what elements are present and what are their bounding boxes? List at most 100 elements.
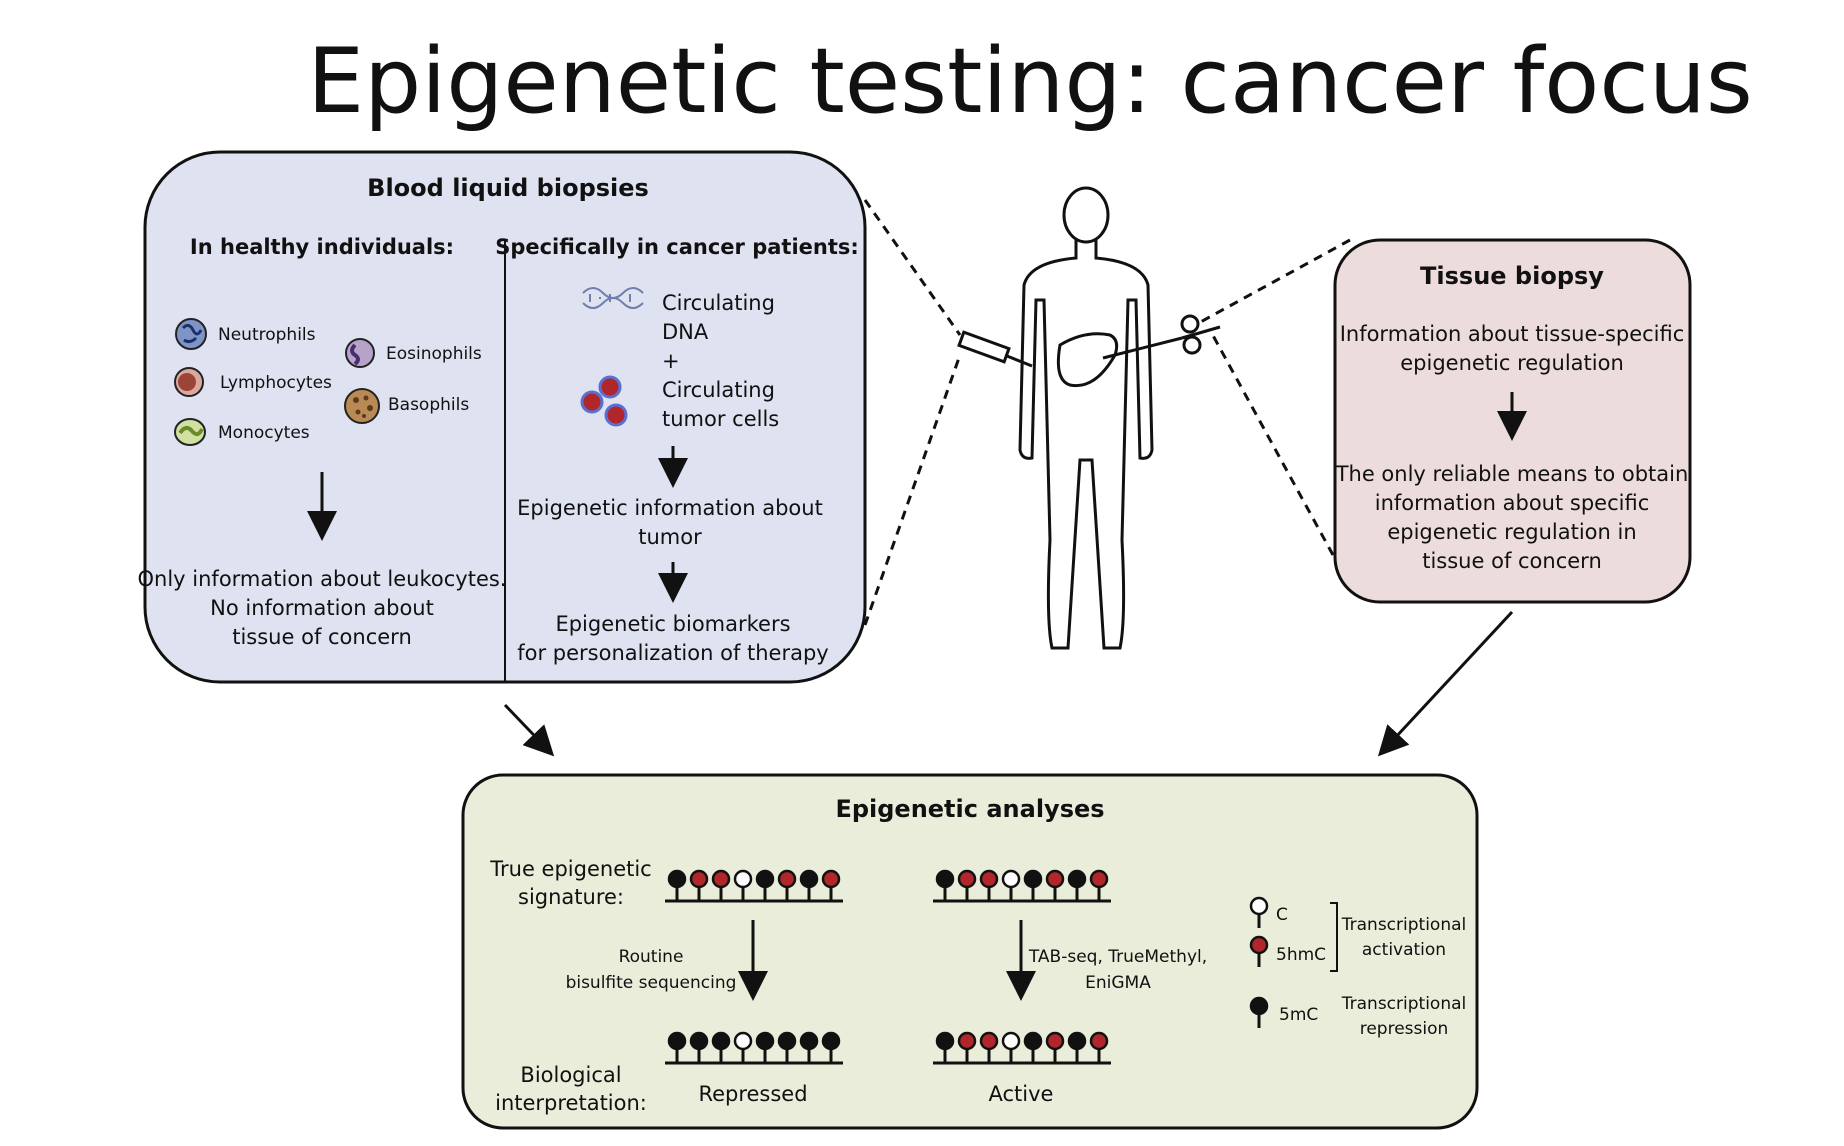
tissue-conclusion-line-4: tissue of concern — [1422, 549, 1602, 573]
cpg-site-5mc — [667, 869, 687, 889]
legend-bracket — [1330, 902, 1338, 972]
cpg-site-5hmc — [777, 869, 797, 889]
cpg-site-5mc — [821, 1031, 841, 1051]
dashed-line-tissue-top — [1194, 238, 1351, 327]
cpg-site-c — [1001, 1031, 1021, 1051]
blood-to-analyses-arrow — [503, 703, 555, 757]
tissue-conclusion-line-1: The only reliable means to obtain — [1335, 462, 1689, 486]
cpg-site-5mc — [1067, 869, 1087, 889]
analyses-panel: Epigenetic analyses True epigenetic sign… — [461, 773, 1479, 1130]
legend-activation-line-2: activation — [1362, 940, 1446, 960]
tissue-conclusion-line-3: epigenetic regulation in — [1387, 520, 1636, 544]
blood-biopsy-heading: Blood liquid biopsies — [367, 174, 649, 202]
cpg-site-5hmc — [1045, 1031, 1065, 1051]
tumor-info-line-2: tumor — [638, 525, 702, 549]
cpg-site-5mc — [689, 1031, 709, 1051]
method-right-line-1: TAB-seq, TrueMethyl, — [1028, 947, 1207, 967]
cpg-site-5mc — [667, 1031, 687, 1051]
human-figure-icon — [1018, 186, 1154, 650]
tumor-info-line-1: Epigenetic information about — [517, 496, 823, 520]
cpg-site-5mc — [1023, 869, 1043, 889]
cpg-site-5mc — [755, 1031, 775, 1051]
tissue-biopsy-panel: Tissue biopsy Information about tissue-s… — [1333, 238, 1692, 604]
true-signature-line-1: True epigenetic — [489, 857, 651, 881]
cpg-site-5mc — [755, 869, 775, 889]
tissue-to-analyses-arrow — [1377, 610, 1514, 757]
cpg-site-5hmc — [1045, 869, 1065, 889]
circulating-line-5: tumor cells — [662, 407, 779, 431]
cpg-site-5mc — [1067, 1031, 1087, 1051]
cpg-site-5hmc — [821, 869, 841, 889]
cpg-site-5hmc — [711, 869, 731, 889]
monocyte-icon — [174, 418, 206, 446]
true-signature-line-2: signature: — [518, 885, 624, 909]
dashed-line-blood-top — [863, 199, 962, 336]
dashed-line-blood-bottom — [863, 354, 962, 626]
neutrophil-icon — [175, 318, 207, 350]
legend-c-symbol — [1249, 896, 1269, 928]
cpg-site-5mc — [799, 869, 819, 889]
cpg-site-5hmc — [1089, 1031, 1109, 1051]
dna-icon — [582, 287, 644, 309]
legend-5mc-symbol — [1249, 996, 1269, 1028]
healthy-heading: In healthy individuals: — [190, 235, 454, 259]
cpg-site-5hmc — [957, 869, 977, 889]
basophil-icon — [344, 388, 380, 424]
page-title: Epigenetic testing: cancer focus — [307, 29, 1753, 134]
healthy-conclusion-line-2: No information about — [210, 596, 434, 620]
cpg-site-c — [733, 1031, 753, 1051]
tissue-conclusion-line-2: information about specific — [1375, 491, 1650, 515]
dashed-connectors — [863, 199, 1351, 626]
circulating-line-2: DNA — [662, 320, 709, 344]
result-left: Repressed — [698, 1082, 807, 1106]
legend-repression-line-1: Transcriptional — [1341, 994, 1466, 1014]
true-signature-row-right — [933, 869, 1111, 903]
cpg-site-5mc — [935, 1031, 955, 1051]
method-left-line-1: Routine — [619, 947, 684, 967]
cpg-site-5hmc — [979, 1031, 999, 1051]
tissue-biopsy-needle-icon — [1102, 314, 1221, 360]
cpg-site-5mc — [935, 869, 955, 889]
bisulfite-result-row — [665, 1031, 843, 1065]
eosinophil-icon — [345, 338, 375, 368]
biomarkers-line-2: for personalization of therapy — [517, 641, 829, 665]
true-signature-row-left — [665, 869, 843, 903]
interpretation-line-1: Biological — [520, 1063, 621, 1087]
cpg-site-5hmc — [957, 1031, 977, 1051]
legend-5hmc-symbol — [1249, 935, 1269, 967]
cpg-site-5mc — [711, 1031, 731, 1051]
legend-c-label: C — [1276, 905, 1288, 925]
tissue-info-line-2: epigenetic regulation — [1400, 351, 1624, 375]
eosinophils-label: Eosinophils — [386, 344, 482, 364]
tumor-cells-icon — [580, 375, 628, 427]
legend-5hmc-label: 5hmC — [1276, 945, 1326, 965]
tissue-info-line-1: Information about tissue-specific — [1340, 322, 1685, 346]
dashed-line-tissue-bottom — [1208, 329, 1335, 556]
lymphocytes-label: Lymphocytes — [220, 373, 332, 393]
cpg-site-5hmc — [979, 869, 999, 889]
legend-repression-line-2: repression — [1360, 1019, 1449, 1039]
cpg-site-c — [733, 869, 753, 889]
advanced-result-row — [933, 1031, 1111, 1065]
cpg-site-c — [1001, 869, 1021, 889]
circulating-line-3: + — [662, 349, 680, 373]
cpg-site-5mc — [799, 1031, 819, 1051]
interpretation-line-2: interpretation: — [495, 1091, 647, 1115]
result-right: Active — [989, 1082, 1054, 1106]
tissue-biopsy-heading: Tissue biopsy — [1420, 262, 1604, 290]
cpg-site-5mc — [1023, 1031, 1043, 1051]
cpg-site-5hmc — [1089, 869, 1109, 889]
analyses-heading: Epigenetic analyses — [835, 795, 1104, 823]
lymphocyte-icon — [174, 367, 204, 397]
cpg-site-5hmc — [689, 869, 709, 889]
blood-syringe-icon — [957, 330, 1033, 368]
basophils-label: Basophils — [388, 395, 469, 415]
method-left-line-2: bisulfite sequencing — [566, 973, 737, 993]
circulating-line-4: Circulating — [662, 378, 775, 402]
circulating-line-1: Circulating — [662, 291, 775, 315]
cpg-site-5mc — [777, 1031, 797, 1051]
method-right-line-2: EniGMA — [1085, 973, 1151, 993]
healthy-conclusion-line-3: tissue of concern — [232, 625, 412, 649]
